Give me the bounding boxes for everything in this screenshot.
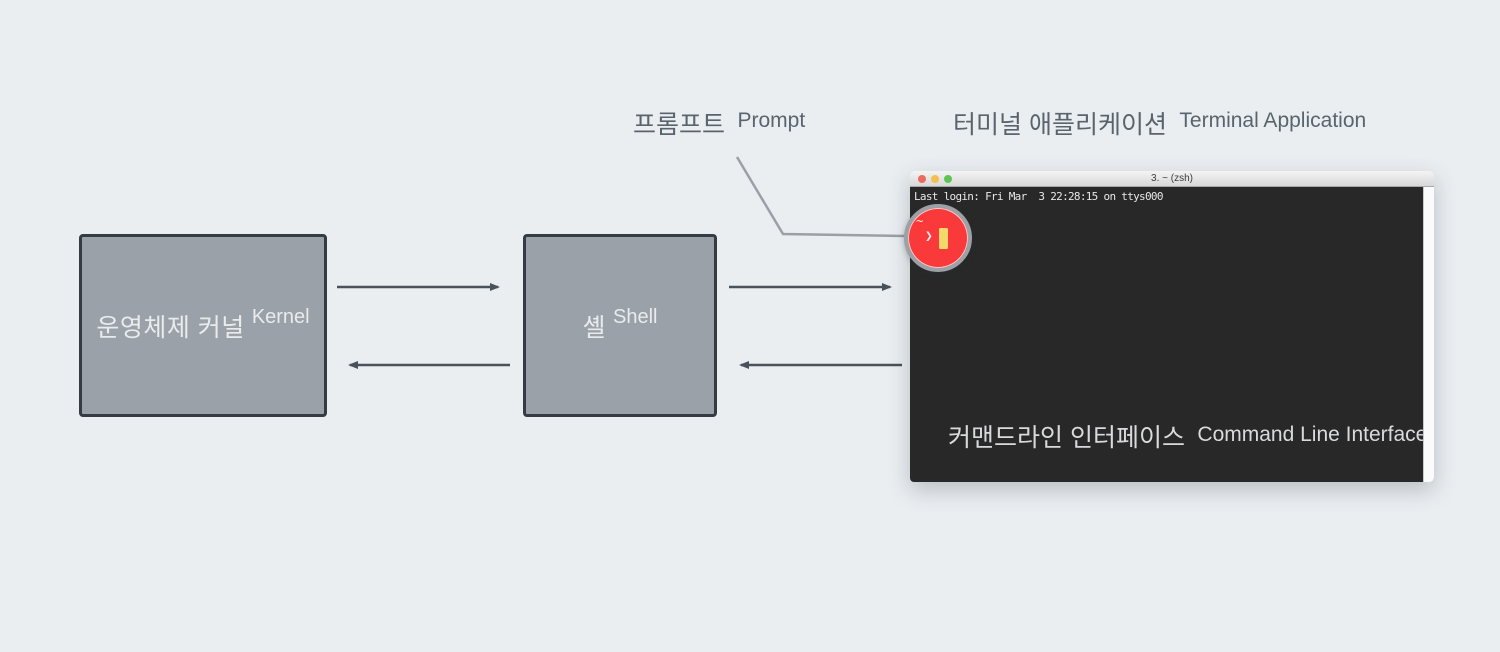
- prompt-callout: 프롬프트 Prompt: [633, 105, 805, 141]
- terminal-scrollbar[interactable]: [1423, 187, 1434, 482]
- terminal-app-callout-en: Terminal Application: [1179, 109, 1367, 132]
- terminal-app-callout-ko: 터미널 애플리케이션: [953, 111, 1167, 139]
- terminal-titlebar[interactable]: 3. ~ (zsh): [910, 171, 1434, 187]
- prompt-callout-ko: 프롬프트: [633, 111, 726, 139]
- prompt-tilde: ~: [916, 214, 924, 228]
- cli-callout-ko: 커맨드라인 인터페이스: [948, 424, 1185, 452]
- prompt-highlight-circle: ~ ❯: [904, 204, 972, 272]
- shell-box-label-ko: 셸: [582, 313, 607, 342]
- terminal-body[interactable]: Last login: Fri Mar 3 22:28:15 on ttys00…: [910, 187, 1434, 482]
- shell-box: 셸 Shell: [523, 234, 717, 417]
- prompt-leader-line: [735, 156, 906, 238]
- terminal-app-callout: 터미널 애플리케이션 Terminal Application: [953, 105, 1366, 141]
- minimize-window-button[interactable]: [931, 175, 939, 183]
- shell-box-label-en: Shell: [613, 306, 658, 328]
- kernel-box: 운영체제 커널 Kernel: [79, 234, 327, 417]
- cli-callout-en: Command Line Interface: [1197, 423, 1428, 446]
- zoom-window-button[interactable]: [944, 175, 952, 183]
- terminal-window-title: 3. ~ (zsh): [1151, 173, 1193, 184]
- window-controls: [918, 175, 952, 183]
- terminal-cursor: [939, 228, 948, 249]
- cli-callout: 커맨드라인 인터페이스 Command Line Interface: [948, 418, 1427, 454]
- kernel-box-label-en: Kernel: [251, 306, 310, 328]
- terminal-last-login-line: Last login: Fri Mar 3 22:28:15 on ttys00…: [914, 190, 1163, 203]
- kernel-box-label-ko: 운영체제 커널: [96, 313, 245, 342]
- terminal-window: 3. ~ (zsh) Last login: Fri Mar 3 22:28:1…: [910, 171, 1434, 482]
- close-window-button[interactable]: [918, 175, 926, 183]
- prompt-callout-en: Prompt: [737, 109, 806, 132]
- prompt-chevron: ❯: [925, 229, 933, 244]
